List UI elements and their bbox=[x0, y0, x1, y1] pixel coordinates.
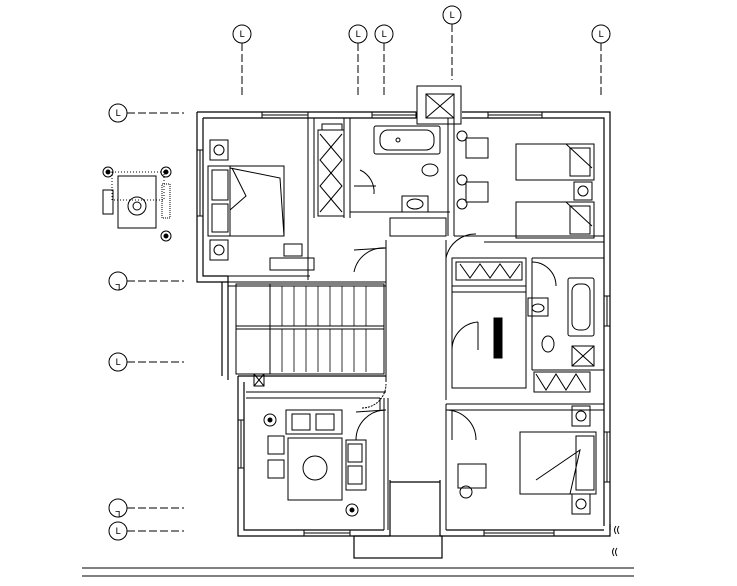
grid-label: L bbox=[381, 30, 386, 40]
bathroom-2 bbox=[527, 277, 595, 367]
staircase bbox=[236, 284, 384, 387]
grid-bubble-left-1: L bbox=[108, 103, 184, 123]
closet-2 bbox=[455, 261, 591, 393]
exterior-walls bbox=[196, 111, 611, 559]
grid-bubble-left-3: L bbox=[108, 352, 184, 372]
dining-area bbox=[263, 409, 367, 517]
twin-beds bbox=[456, 130, 595, 239]
sheet-border bbox=[82, 567, 634, 577]
chimney bbox=[416, 85, 462, 125]
bedroom-3 bbox=[457, 405, 597, 515]
grid-bubble-top-5: L bbox=[591, 24, 611, 98]
grid-bubble-top-3: L bbox=[374, 24, 394, 98]
grid-axis-top: L L L L L bbox=[232, 5, 611, 98]
bathroom-1 bbox=[354, 125, 441, 213]
desk-master bbox=[269, 243, 315, 271]
grid-bubble-top-1: L bbox=[232, 24, 252, 98]
grid-marks-bottom-right bbox=[612, 525, 620, 557]
grid-label: L bbox=[115, 527, 120, 537]
grid-bubble-left-2: L bbox=[108, 271, 184, 291]
grid-bubble-left-4: L bbox=[108, 498, 184, 518]
grid-bubble-top-4: L bbox=[442, 5, 462, 80]
grid-bubble-left-5: L bbox=[108, 521, 184, 541]
grid-axis-left: L L L L L bbox=[108, 103, 184, 541]
wardrobe-master bbox=[317, 123, 345, 217]
site-symbol bbox=[102, 166, 172, 242]
grid-label: L bbox=[115, 281, 120, 291]
windows bbox=[196, 111, 611, 537]
grid-bubble-top-2: L bbox=[348, 24, 368, 98]
master-bed bbox=[207, 139, 285, 261]
grid-label: L bbox=[239, 30, 244, 40]
grid-label: L bbox=[115, 508, 120, 518]
doors bbox=[353, 169, 557, 441]
grid-label: L bbox=[115, 109, 120, 119]
grid-label: L bbox=[598, 30, 603, 40]
grid-label: L bbox=[355, 30, 360, 40]
grid-label: L bbox=[115, 358, 120, 368]
grid-label: L bbox=[449, 11, 454, 21]
